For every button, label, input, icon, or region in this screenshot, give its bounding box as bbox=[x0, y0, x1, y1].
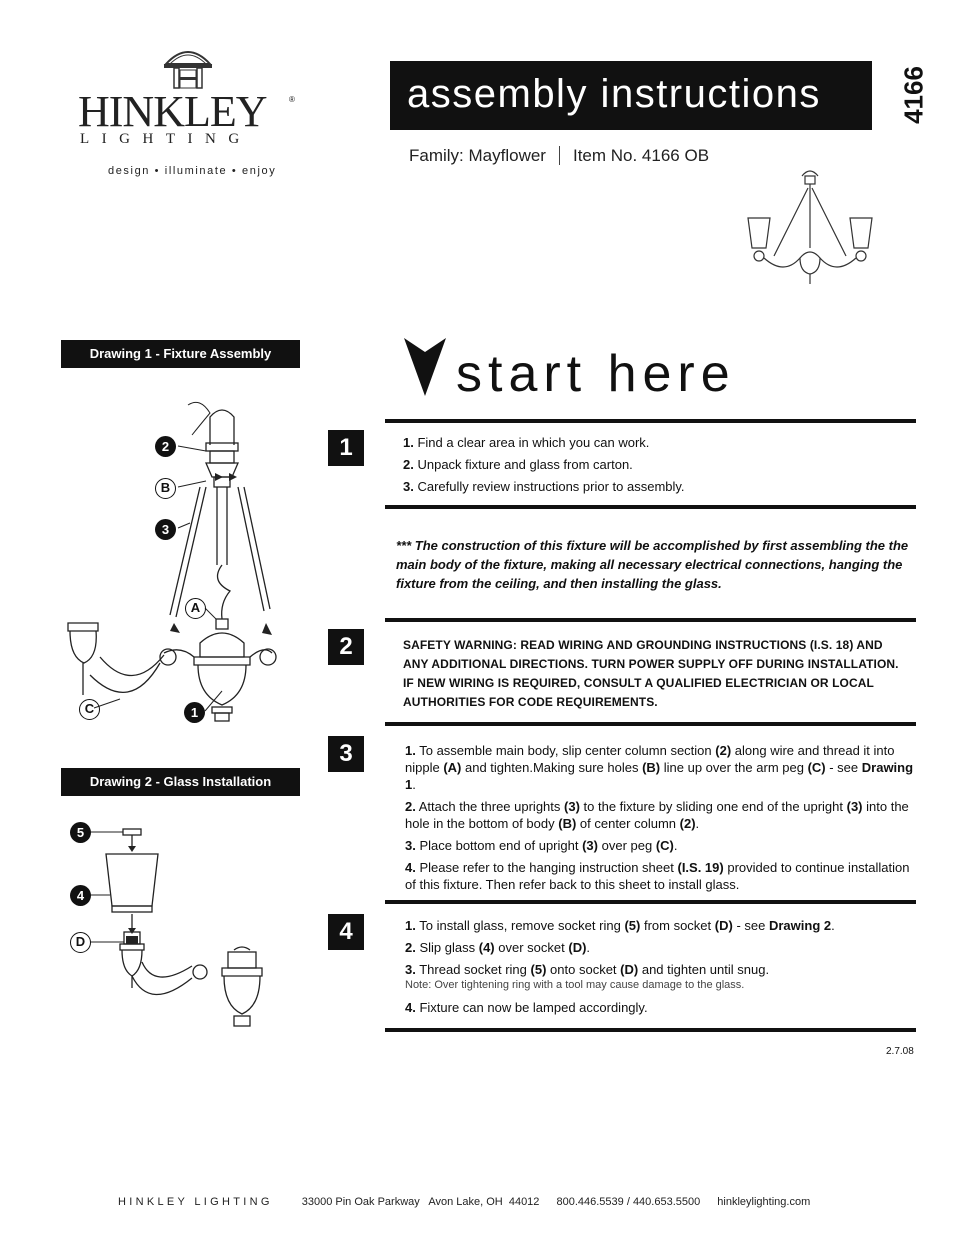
divider bbox=[385, 722, 916, 726]
callout-5: 5 bbox=[70, 822, 91, 843]
list-item: 1. To assemble main body, slip center co… bbox=[405, 743, 914, 792]
drawing-2-label: Drawing 2 - Glass Installation bbox=[61, 768, 300, 796]
drawing-1-label: Drawing 1 - Fixture Assembly bbox=[61, 340, 300, 368]
logo-emblem-icon bbox=[163, 51, 213, 89]
brand-subtitle: LIGHTING bbox=[80, 131, 252, 147]
list-item: 4. Fixture can now be lamped accordingly… bbox=[405, 1000, 648, 1015]
divider bbox=[385, 1028, 916, 1032]
safety-warning: SAFETY WARNING: READ WIRING AND GROUNDIN… bbox=[403, 638, 899, 709]
fixture-assembly-drawing bbox=[67, 401, 277, 722]
start-here-heading: start here bbox=[456, 345, 736, 403]
footer-address: 33000 Pin Oak Parkway Avon Lake, OH 4401… bbox=[301, 1196, 540, 1208]
glass-installation-drawing bbox=[90, 828, 263, 1027]
brand-tagline: design • illuminate • enjoy bbox=[108, 165, 277, 177]
list-item: 1. Find a clear area in which you can wo… bbox=[403, 435, 650, 450]
step-3-number: 3 bbox=[328, 736, 364, 772]
divider bbox=[385, 419, 916, 423]
chandelier-thumbnail-icon bbox=[747, 170, 873, 284]
list-item: 2. Slip glass (4) over socket (D). bbox=[405, 940, 591, 955]
callout-3: 3 bbox=[155, 519, 176, 540]
callout-2: 2 bbox=[155, 436, 176, 457]
list-item: 3. Carefully review instructions prior t… bbox=[403, 479, 685, 494]
step-2-number: 2 bbox=[328, 629, 364, 665]
step-4-list: 1. To install glass, remove socket ring … bbox=[405, 917, 918, 1021]
divider bbox=[385, 505, 916, 509]
model-number: 4166 bbox=[898, 66, 929, 124]
revision-date: 2.7.08 bbox=[886, 1046, 914, 1057]
callout-c: C bbox=[79, 699, 100, 720]
step-3-list: 1. To assemble main body, slip center co… bbox=[405, 742, 918, 898]
callout-b: B bbox=[155, 478, 176, 499]
family-item-line: Family: Mayflower Item No. 4166 OB bbox=[409, 146, 709, 166]
callout-1: 1 bbox=[184, 702, 205, 723]
step-4-number: 4 bbox=[328, 914, 364, 950]
start-arrow-icon bbox=[404, 338, 446, 396]
caution-note: Note: Over tightening ring with a tool m… bbox=[405, 979, 745, 991]
list-item: 4. Please refer to the hanging instructi… bbox=[405, 860, 910, 892]
list-item: 2. Unpack fixture and glass from carton. bbox=[403, 457, 633, 472]
registered-mark-icon: ® bbox=[289, 95, 295, 104]
item-number: Item No. 4166 OB bbox=[572, 146, 710, 165]
list-item: 2. Attach the three uprights (3) to the … bbox=[405, 799, 909, 831]
step-1-number: 1 bbox=[328, 430, 364, 466]
divider bbox=[385, 900, 916, 904]
footer-phone: 800.446.5539 / 440.653.5500 bbox=[556, 1196, 701, 1208]
family-name: Family: Mayflower bbox=[409, 146, 546, 165]
step-1-list: 1. Find a clear area in which you can wo… bbox=[403, 434, 918, 500]
list-item: 3. Thread socket ring (5) onto socket (D… bbox=[405, 961, 918, 994]
callout-4: 4 bbox=[70, 885, 91, 906]
page-title: assembly instructions bbox=[390, 61, 872, 130]
callout-a: A bbox=[185, 598, 206, 619]
footer-brand: HINKLEY LIGHTING bbox=[118, 1196, 273, 1208]
brand-logo: HINKLEY bbox=[78, 87, 268, 136]
callout-d: D bbox=[70, 932, 91, 953]
list-item: 1. To install glass, remove socket ring … bbox=[405, 918, 835, 933]
construction-note: *** The construction of this fixture wil… bbox=[396, 538, 909, 591]
list-item: 3. Place bottom end of upright (3) over … bbox=[405, 838, 678, 853]
footer: HINKLEY LIGHTING 33000 Pin Oak Parkway A… bbox=[118, 1196, 810, 1208]
footer-website-link[interactable]: hinkleylighting.com bbox=[717, 1196, 811, 1208]
divider bbox=[385, 618, 916, 622]
